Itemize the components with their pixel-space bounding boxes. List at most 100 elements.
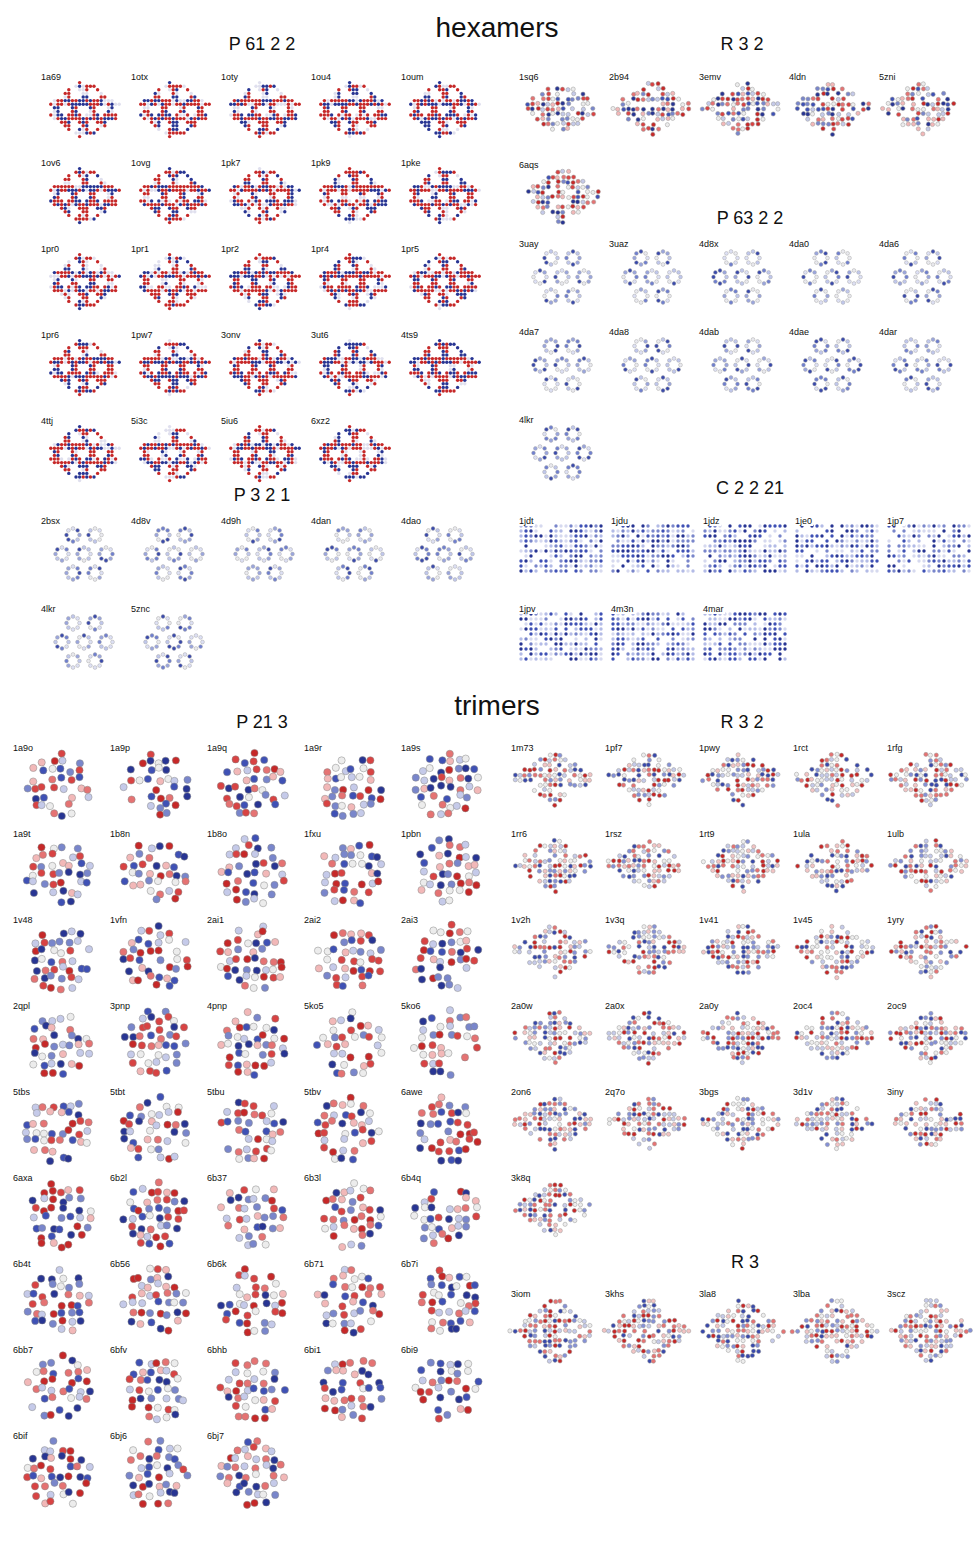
molecule-dot bbox=[377, 113, 380, 116]
molecule-dot bbox=[355, 189, 358, 192]
molecule-dot bbox=[445, 260, 448, 263]
molecule-dot bbox=[96, 185, 99, 188]
molecule-dot bbox=[348, 293, 351, 296]
molecule-dot bbox=[373, 99, 376, 102]
molecule-dot bbox=[143, 203, 146, 206]
molecule-dot bbox=[168, 293, 171, 296]
molecule-dot bbox=[103, 113, 106, 116]
molecule-dot bbox=[470, 103, 473, 106]
molecule-dot bbox=[96, 199, 99, 202]
molecule-dot bbox=[413, 275, 416, 278]
molecule-dot bbox=[53, 99, 56, 102]
molecule-dot bbox=[366, 203, 369, 206]
molecule-dot bbox=[290, 117, 293, 120]
molecule-dot bbox=[269, 110, 272, 113]
molecule-dot bbox=[420, 199, 423, 202]
molecule-dot bbox=[380, 285, 383, 288]
molecule-dot bbox=[56, 196, 59, 199]
molecule-dot bbox=[146, 192, 149, 195]
molecule-dot bbox=[341, 99, 344, 102]
molecule-dot bbox=[49, 103, 52, 106]
molecule-dot bbox=[100, 99, 103, 102]
molecule-dot bbox=[254, 185, 257, 188]
molecule-dot bbox=[168, 121, 171, 124]
molecule-dot bbox=[175, 103, 178, 106]
molecule-dot bbox=[233, 196, 236, 199]
molecule-dot bbox=[233, 185, 236, 188]
molecule-dot bbox=[96, 121, 99, 124]
molecule-dot bbox=[362, 171, 365, 174]
molecule-dot bbox=[200, 117, 203, 120]
molecule-dot bbox=[323, 289, 326, 292]
molecule-dot bbox=[427, 95, 430, 98]
molecule-dot bbox=[168, 113, 171, 116]
molecule-dot bbox=[445, 207, 448, 210]
molecule-dot bbox=[352, 289, 355, 292]
molecule-dot bbox=[63, 121, 66, 124]
molecule-dot bbox=[283, 289, 286, 292]
molecule-dot bbox=[283, 189, 286, 192]
molecule-dot bbox=[355, 267, 358, 270]
molecule-dot bbox=[380, 196, 383, 199]
molecule-dot bbox=[78, 303, 81, 306]
molecule-dot bbox=[294, 199, 297, 202]
molecule-dot bbox=[247, 185, 250, 188]
molecule-dot bbox=[290, 110, 293, 113]
molecule-dot bbox=[420, 271, 423, 274]
molecule-dot bbox=[348, 171, 351, 174]
molecule-dot bbox=[96, 275, 99, 278]
molecule-dot bbox=[413, 103, 416, 106]
molecule-dot bbox=[370, 103, 373, 106]
molecule-dot bbox=[283, 207, 286, 210]
molecule-dot bbox=[427, 181, 430, 184]
molecule-dot bbox=[100, 271, 103, 274]
molecule-dot bbox=[456, 128, 459, 131]
molecule-dot bbox=[348, 131, 351, 134]
molecule-dot bbox=[53, 199, 56, 202]
molecule-dot bbox=[456, 275, 459, 278]
molecule-dot bbox=[445, 103, 448, 106]
molecule-dot bbox=[179, 278, 182, 281]
molecule-dot bbox=[190, 296, 193, 299]
molecule-dot bbox=[265, 95, 268, 98]
molecule-dot bbox=[344, 278, 347, 281]
molecule-dot bbox=[334, 99, 337, 102]
molecule-dot bbox=[240, 275, 243, 278]
molecule-dot bbox=[269, 189, 272, 192]
molecule-dot bbox=[143, 110, 146, 113]
molecule-dot bbox=[118, 275, 121, 278]
molecule-dot bbox=[78, 99, 81, 102]
molecule-dot bbox=[240, 271, 243, 274]
molecule-dot bbox=[456, 199, 459, 202]
molecule-dot bbox=[409, 113, 412, 116]
molecule-dot bbox=[74, 199, 77, 202]
molecule-dot bbox=[100, 95, 103, 98]
molecule-dot bbox=[182, 106, 185, 109]
molecule-dot bbox=[420, 117, 423, 120]
molecule-dot bbox=[348, 189, 351, 192]
molecule-dot bbox=[442, 103, 445, 106]
molecule-dot bbox=[276, 113, 279, 116]
molecule-dot bbox=[416, 113, 419, 116]
molecule-dot bbox=[283, 271, 286, 274]
molecule-dot bbox=[463, 203, 466, 206]
molecule-dot bbox=[240, 289, 243, 292]
molecule-dot bbox=[154, 103, 157, 106]
molecule-dot bbox=[154, 124, 157, 127]
molecule-dot bbox=[438, 171, 441, 174]
molecule-dot bbox=[388, 275, 391, 278]
molecule-dot bbox=[470, 99, 473, 102]
molecule-dot bbox=[359, 303, 362, 306]
molecule-dot bbox=[85, 121, 88, 124]
molecule-dot bbox=[143, 106, 146, 109]
molecule-dot bbox=[384, 199, 387, 202]
molecule-dot bbox=[269, 185, 272, 188]
molecule-dot bbox=[330, 285, 333, 288]
molecule-dot bbox=[233, 282, 236, 285]
molecule-dot bbox=[323, 282, 326, 285]
molecule-dot bbox=[265, 303, 268, 306]
molecule-dot bbox=[49, 275, 52, 278]
molecule-dot bbox=[352, 174, 355, 177]
molecule-dot bbox=[463, 267, 466, 270]
molecule-dot bbox=[56, 203, 59, 206]
